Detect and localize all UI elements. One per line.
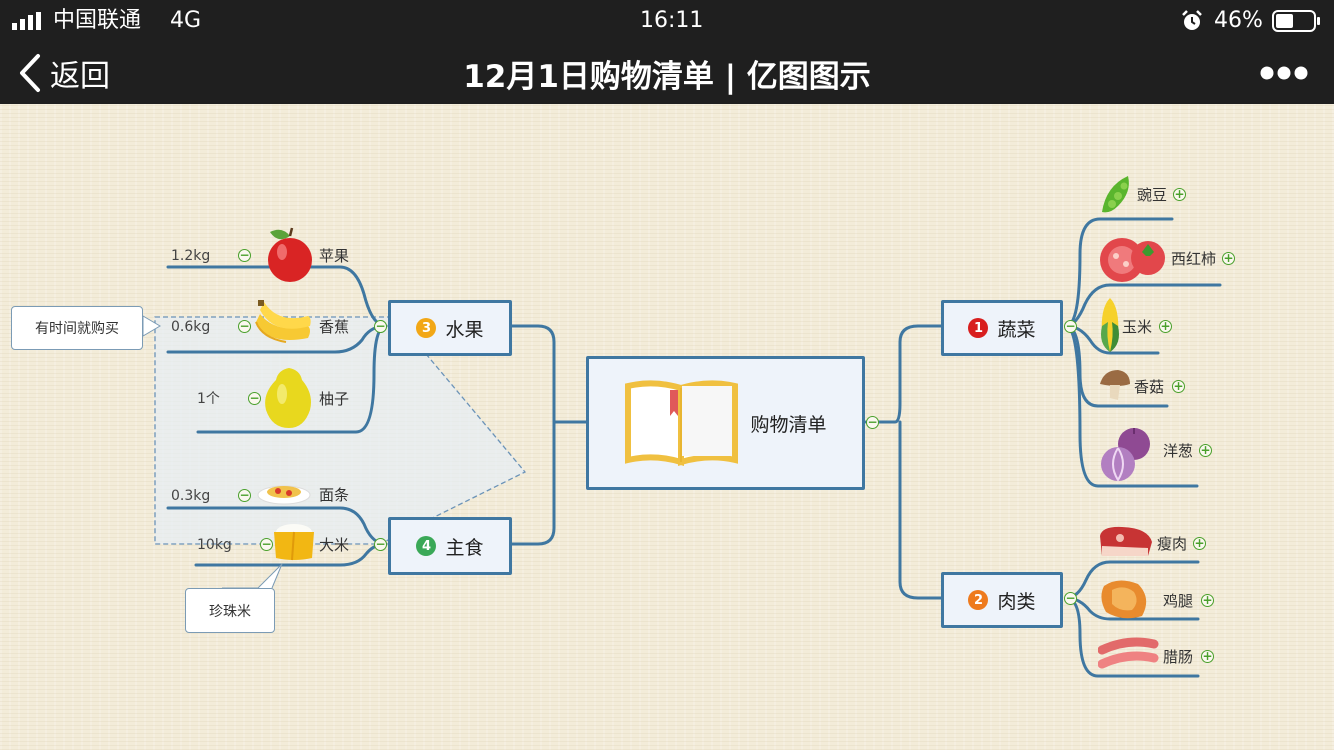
expand-toggle-icon[interactable]: + [1172, 379, 1185, 393]
expand-toggle-icon[interactable]: + [1193, 536, 1206, 550]
collapse-toggle-icon[interactable]: − [1064, 591, 1077, 605]
callout-note[interactable]: 珍珠米 [185, 588, 275, 633]
leaf-label: 香菇 [1134, 378, 1165, 396]
corn-icon [1101, 298, 1119, 352]
collapse-toggle-icon[interactable]: − [374, 319, 387, 333]
priority-badge: 4 [416, 536, 437, 556]
collapse-toggle-icon[interactable]: − [238, 319, 251, 333]
topic-staple[interactable]: 4 主食 [388, 517, 512, 575]
leaf-label: 苹果 [319, 247, 350, 265]
leaf-label: 豌豆 [1137, 186, 1168, 204]
more-icon[interactable] [1258, 64, 1310, 82]
leaf-label: 西红柿 [1171, 250, 1217, 268]
leaf-label: 腊肠 [1163, 648, 1194, 666]
topic-vegetables[interactable]: 1 蔬菜 [941, 300, 1063, 356]
meat-icon [1100, 526, 1152, 556]
topic-label: 主食 [445, 536, 484, 559]
book-icon [625, 380, 739, 466]
clock: 16:11 [640, 8, 704, 33]
priority-badge: 3 [416, 318, 437, 338]
battery-percent: 46% [1214, 8, 1263, 33]
mindmap-connectors [142, 217, 1222, 678]
page-title: 12月1日购物清单 | 亿图图示 [463, 58, 871, 95]
collapse-toggle-icon[interactable]: − [238, 488, 251, 502]
tomato-icon [1100, 238, 1165, 282]
back-button[interactable]: 返回 [16, 50, 110, 96]
carrier-name: 中国联通 [53, 8, 142, 33]
priority-badge: 1 [968, 318, 989, 338]
leaf-label: 大米 [319, 536, 350, 554]
mushroom-icon [1100, 370, 1130, 400]
central-topic-label: 购物清单 [750, 413, 827, 436]
collapse-toggle-icon[interactable]: − [1064, 319, 1077, 333]
leaf-label: 香蕉 [319, 318, 350, 336]
pea-icon [1102, 176, 1129, 213]
sausage-icon [1098, 637, 1159, 669]
leaf-quantity: 0.6kg [171, 319, 211, 335]
priority-badge: 2 [968, 590, 989, 610]
apple-icon [268, 227, 312, 282]
leaf-quantity: 0.3kg [171, 488, 211, 504]
alarm-icon [1182, 10, 1202, 30]
expand-toggle-icon[interactable]: + [1159, 319, 1172, 333]
nav-bar: 返回 12月1日购物清单 | 亿图图示 [0, 42, 1334, 104]
drumstick-icon [1101, 580, 1147, 619]
leaf-label: 鸡腿 [1163, 592, 1194, 610]
topic-label: 水果 [445, 318, 484, 341]
collapse-toggle-icon[interactable]: − [866, 415, 879, 429]
topic-fruit[interactable]: 3 水果 [388, 300, 512, 356]
chevron-left-icon [20, 54, 40, 92]
leaf-label: 瘦肉 [1157, 535, 1188, 553]
leaf-label: 柚子 [319, 390, 350, 408]
topic-meat[interactable]: 2 肉类 [941, 572, 1063, 628]
collapse-toggle-icon[interactable]: − [238, 248, 251, 262]
back-label: 返回 [50, 59, 110, 94]
expand-toggle-icon[interactable]: + [1201, 593, 1214, 607]
leaf-label: 面条 [319, 486, 350, 504]
expand-toggle-icon[interactable]: + [1201, 649, 1214, 663]
expand-toggle-icon[interactable]: + [1199, 443, 1212, 457]
collapse-toggle-icon[interactable]: − [248, 391, 261, 405]
collapse-toggle-icon[interactable]: − [374, 537, 387, 551]
mindmap-canvas: 购物清单 1 蔬菜 2 肉类 3 水果 4 主食 − − − − − 豌豆 + … [0, 104, 1334, 750]
leaf-label: 洋葱 [1163, 442, 1194, 460]
collapse-toggle-icon[interactable]: − [260, 537, 273, 551]
onion-icon [1101, 428, 1150, 482]
callout-note[interactable]: 有时间就购买 [11, 306, 143, 350]
central-topic[interactable]: 购物清单 [586, 356, 865, 490]
leaf-quantity: 10kg [197, 537, 232, 553]
banana-icon [255, 300, 311, 343]
leaf-label: 玉米 [1122, 318, 1153, 336]
battery-icon [1272, 10, 1320, 32]
topic-label: 蔬菜 [997, 318, 1036, 341]
noodles-icon [257, 485, 311, 505]
leaf-quantity: 1.2kg [171, 248, 211, 264]
leaf-quantity: 1个 [197, 391, 220, 407]
signal-icon [12, 12, 41, 30]
topic-label: 肉类 [997, 590, 1036, 613]
status-bar: 中国联通 4G 16:11 46% [0, 0, 1334, 42]
pomelo-icon [265, 368, 311, 428]
network-type: 4G [170, 8, 202, 33]
expand-toggle-icon[interactable]: + [1173, 187, 1186, 201]
rice-icon [274, 524, 314, 561]
expand-toggle-icon[interactable]: + [1222, 251, 1235, 265]
